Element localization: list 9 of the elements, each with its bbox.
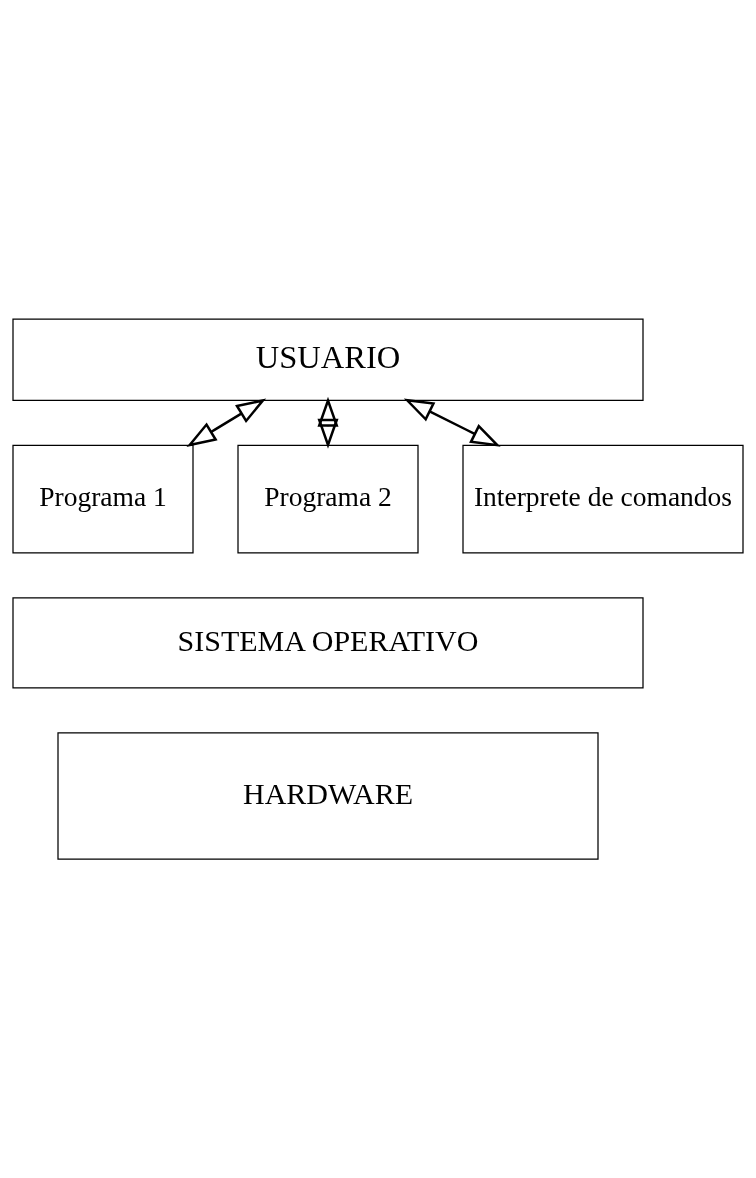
arrow — [403, 398, 501, 447]
node-box: Programa 1 — [12, 444, 194, 554]
node-box: Programa 2 — [237, 444, 419, 554]
node-box: Interprete de comandos — [462, 444, 744, 554]
node-box: USUARIO — [12, 318, 644, 401]
arrow — [186, 398, 267, 447]
node-box: SISTEMA OPERATIVO — [12, 597, 644, 689]
arrow — [317, 396, 339, 449]
node-box: HARDWARE — [57, 732, 599, 860]
